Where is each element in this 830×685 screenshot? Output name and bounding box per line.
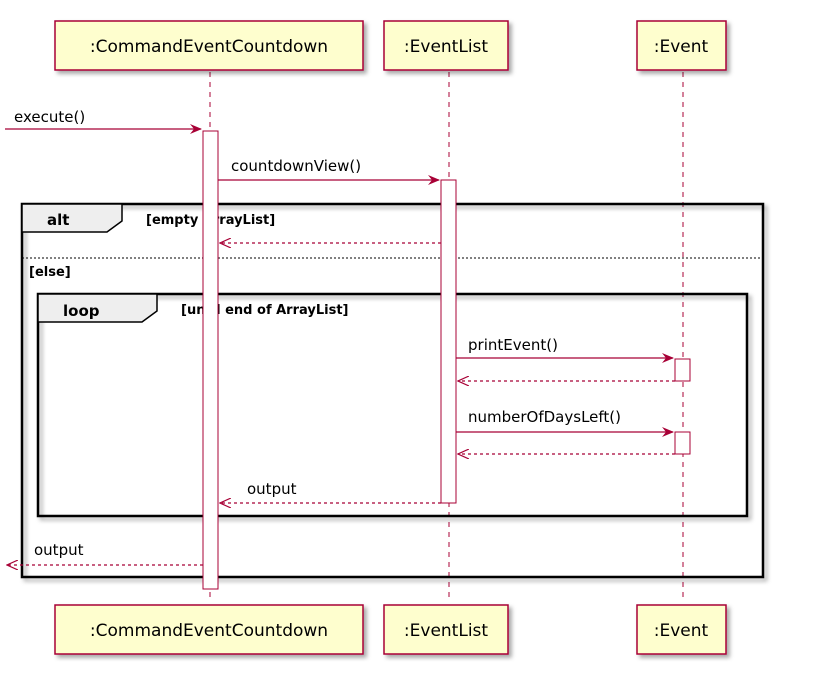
message-execute: execute() <box>5 108 202 134</box>
participant-label: :EventList <box>404 37 488 57</box>
activation-event-print <box>674 358 691 382</box>
return-output-inner: output <box>220 480 441 503</box>
participant-label: :CommandEventCountdown <box>90 621 328 641</box>
message-label: numberOfDaysLeft() <box>468 408 621 426</box>
message-print-event: printEvent() <box>456 336 674 363</box>
message-label: output <box>34 541 84 559</box>
else-guard: [else] <box>29 265 71 280</box>
activation-command-event-countdown <box>202 130 219 590</box>
participant-event-list-bottom: :EventList <box>383 604 509 655</box>
participant-event-bottom: :Event <box>636 604 727 655</box>
participant-label: :Event <box>654 621 709 641</box>
alt-fragment: alt [empty ArrayList] [else] <box>20 202 765 579</box>
message-label: printEvent() <box>468 336 558 354</box>
participant-label: :Event <box>654 37 709 57</box>
activation-event-list <box>440 179 457 504</box>
loop-keyword: loop <box>63 302 100 320</box>
participant-event-top: :Event <box>636 20 727 71</box>
participant-label: :EventList <box>404 621 488 641</box>
participant-command-event-countdown-top: :CommandEventCountdown <box>54 20 364 71</box>
participant-label: :CommandEventCountdown <box>90 37 328 57</box>
return-output-outer: output <box>7 541 203 565</box>
message-number-of-days-left: numberOfDaysLeft() <box>456 408 674 437</box>
participant-event-list-top: :EventList <box>383 20 509 71</box>
message-label: output <box>247 480 297 498</box>
loop-guard: [until end of ArrayList] <box>181 303 348 318</box>
message-label: countdownView() <box>231 157 361 175</box>
loop-fragment: loop [until end of ArrayList] <box>36 292 749 518</box>
activation-event-days-left <box>674 431 691 455</box>
message-countdown-view: countdownView() <box>218 157 440 185</box>
message-label: execute() <box>14 108 85 126</box>
alt-keyword: alt <box>47 211 69 229</box>
participant-command-event-countdown-bottom: :CommandEventCountdown <box>54 604 364 655</box>
